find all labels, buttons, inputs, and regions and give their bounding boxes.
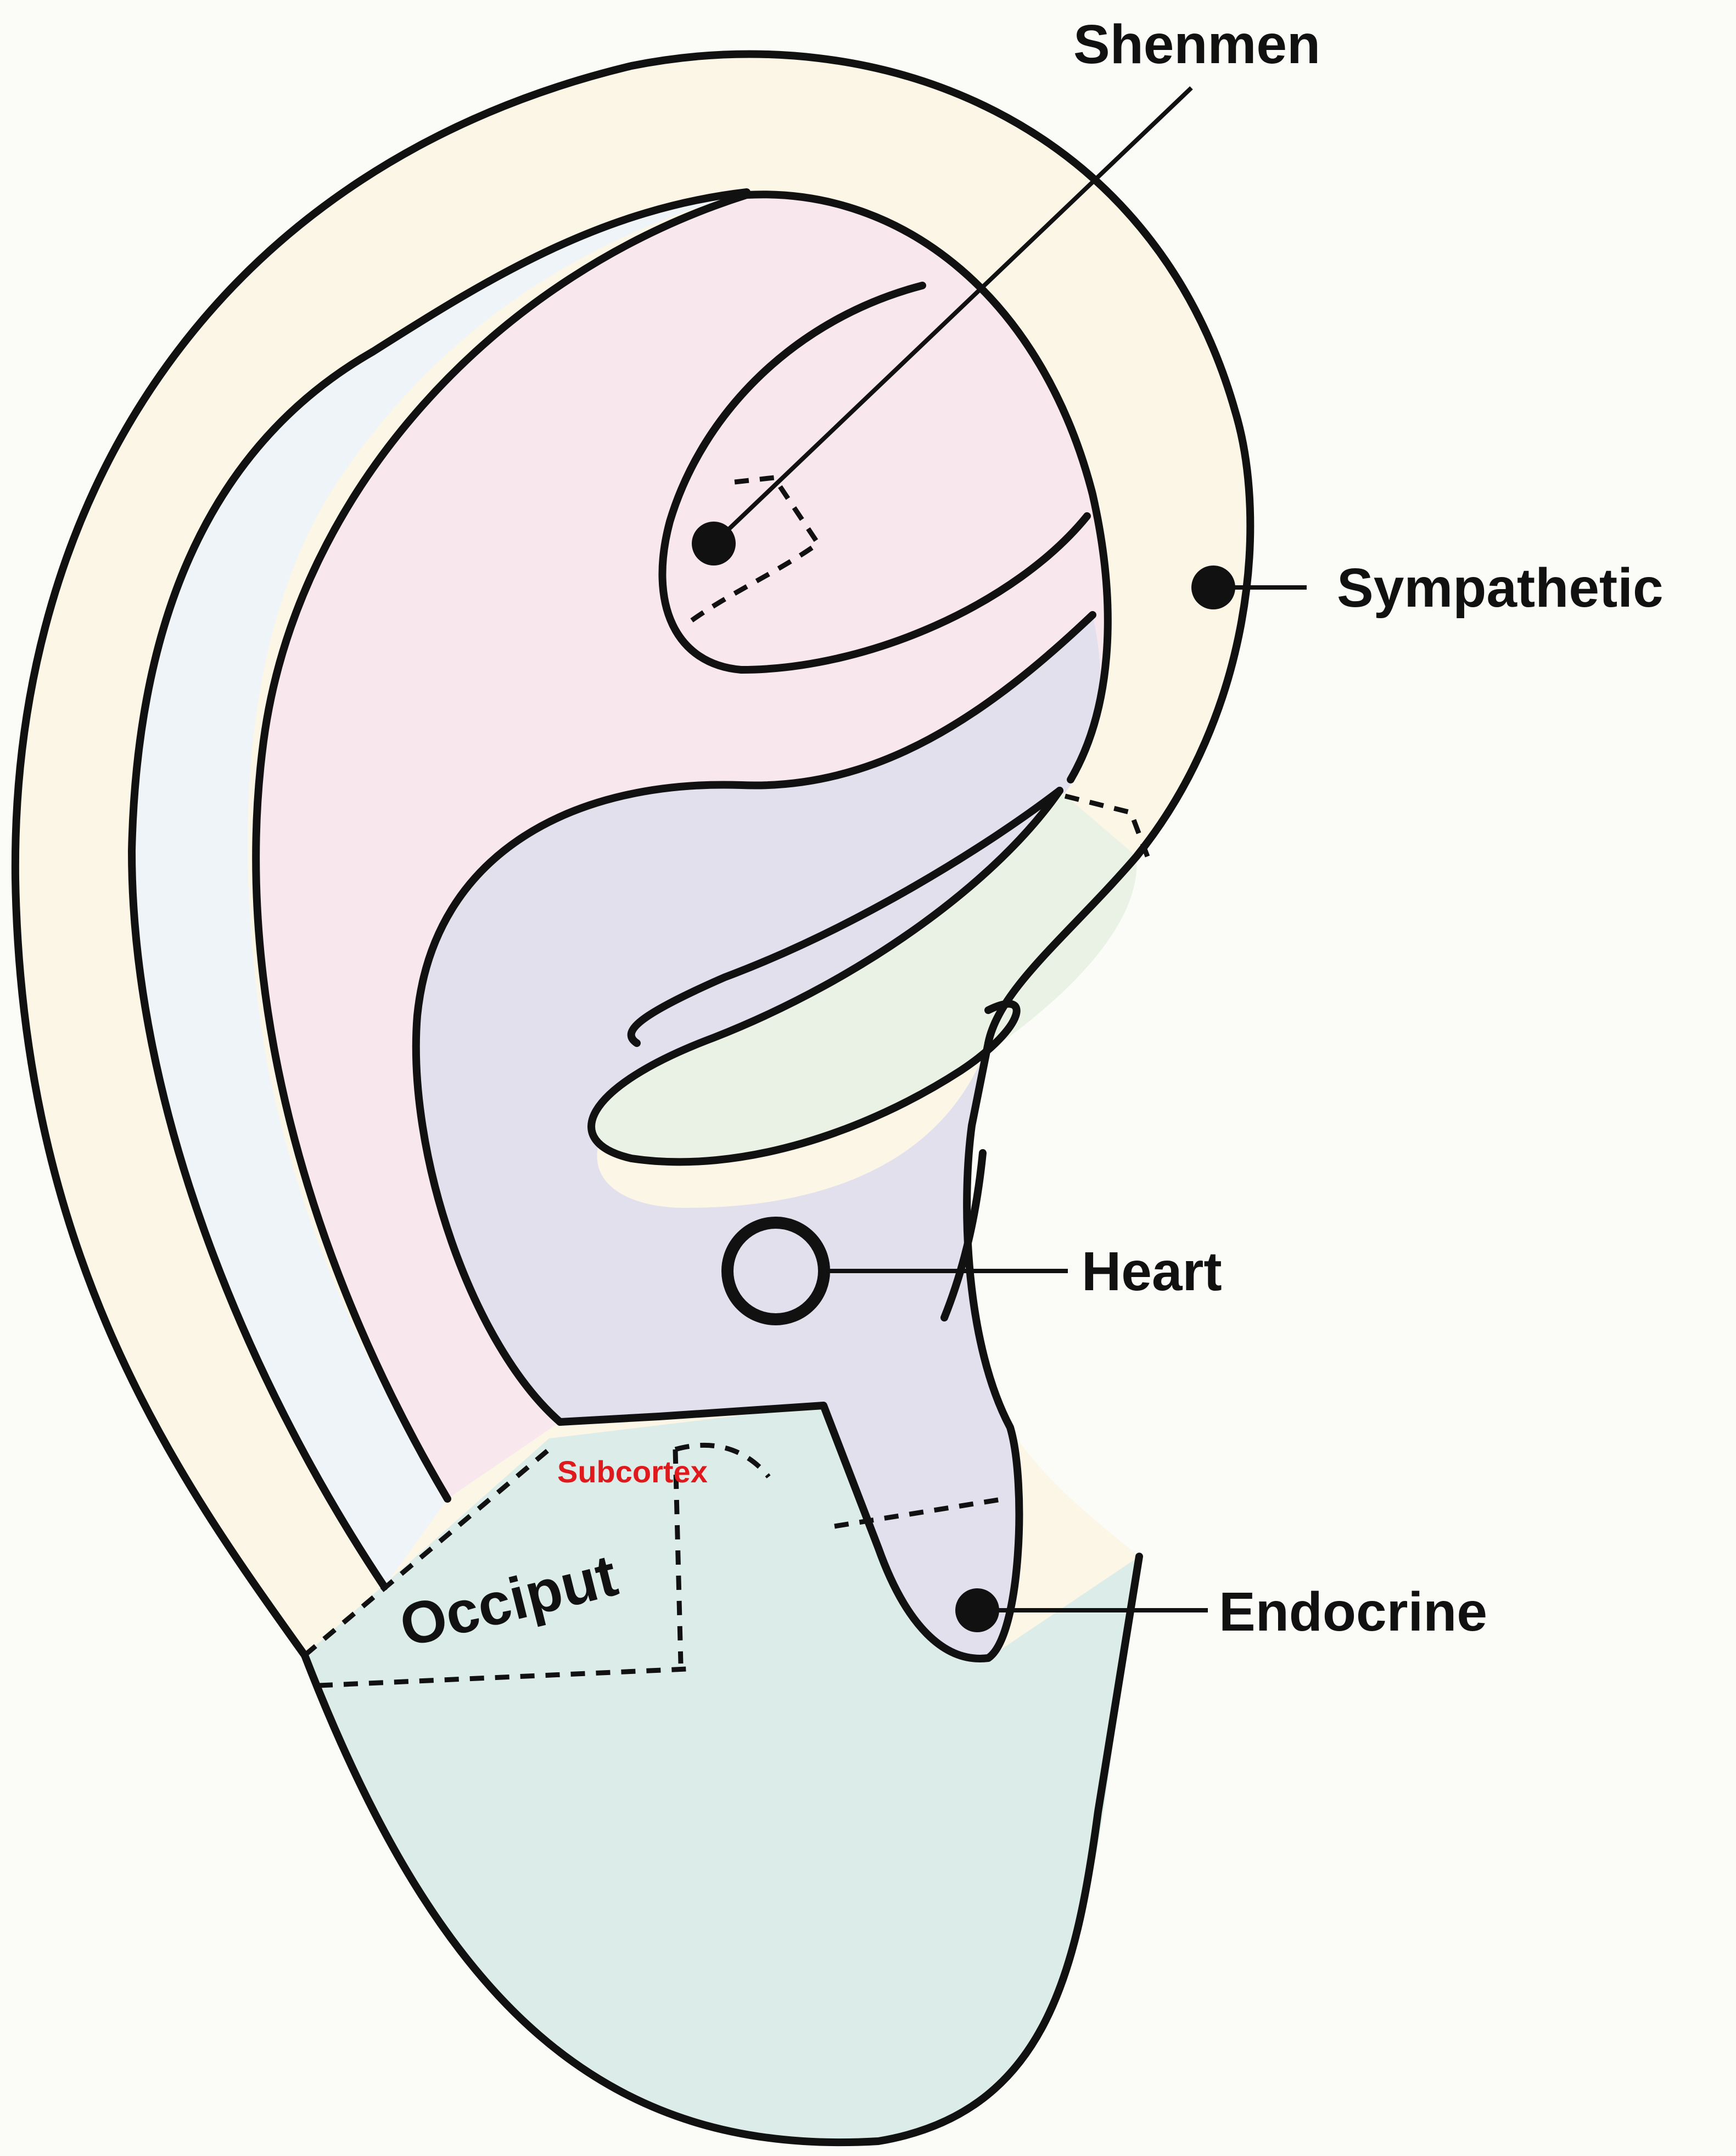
endocrine-dashed-line	[834, 1496, 1005, 1529]
fossa-inner-outline	[658, 282, 1091, 674]
antihelix-inner-outline	[252, 191, 1112, 1503]
tragus-notch-outline	[940, 1149, 987, 1321]
crus-region	[591, 791, 1137, 1162]
occiput-dashed-border	[303, 1447, 551, 1657]
crus-inner-outline	[627, 787, 1063, 1047]
endocrine-label: Endocrine	[1219, 1581, 1487, 1643]
fossa-region	[256, 194, 1108, 1499]
sympathetic-label: Sympathetic	[1337, 557, 1664, 619]
antihelix-outer-outline	[128, 188, 751, 1591]
lobule-region	[305, 1405, 1139, 2143]
scapha-region	[132, 192, 747, 1587]
heart-point	[721, 1217, 830, 1325]
helix-outline	[11, 50, 1255, 1659]
tragus-outline	[556, 1039, 1023, 1662]
lobule-outline	[301, 1553, 1143, 2147]
shenmen-dashed-line	[690, 475, 822, 623]
subcortex-dashed-vertical	[673, 1449, 684, 1664]
shenmen-label: Shenmen	[1073, 14, 1320, 75]
crus-outline	[587, 787, 1063, 1166]
occiput-lower-dashed	[318, 1666, 687, 1688]
shenmen-leader	[712, 86, 1193, 545]
heart-label: Heart	[1082, 1241, 1222, 1302]
concha-upper-outline	[412, 611, 1096, 1426]
subcortex-label: Subcortex	[557, 1454, 708, 1489]
subcortex-dashed-arc	[674, 1442, 771, 1479]
